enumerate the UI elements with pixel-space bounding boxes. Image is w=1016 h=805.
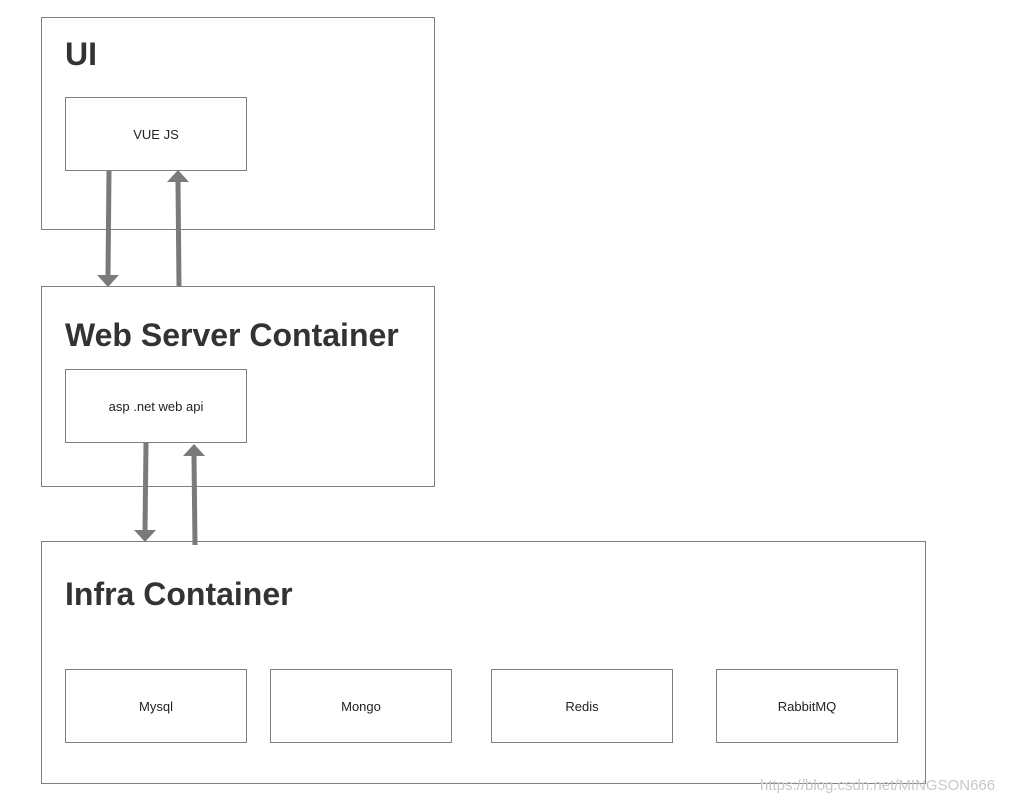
infra-container: Infra Container: [41, 541, 926, 784]
mongo-label: Mongo: [341, 698, 381, 714]
vue-js-label: VUE JS: [133, 126, 179, 142]
mysql-box: Mysql: [65, 669, 247, 743]
redis-box: Redis: [491, 669, 673, 743]
mongo-box: Mongo: [270, 669, 452, 743]
asp-net-web-api-label: asp .net web api: [108, 398, 204, 414]
asp-net-web-api-box: asp .net web api: [65, 369, 247, 443]
ui-container-title: UI: [65, 36, 97, 72]
rabbitmq-label: RabbitMQ: [777, 698, 837, 714]
watermark-text: https://blog.csdn.net/MINGSON666: [760, 777, 996, 794]
infra-container-title: Infra Container: [65, 576, 293, 612]
mysql-label: Mysql: [139, 698, 173, 714]
web-server-container-title: Web Server Container: [65, 317, 399, 353]
rabbitmq-box: RabbitMQ: [716, 669, 898, 743]
vue-js-box: VUE JS: [65, 97, 247, 171]
redis-label: Redis: [565, 698, 599, 714]
